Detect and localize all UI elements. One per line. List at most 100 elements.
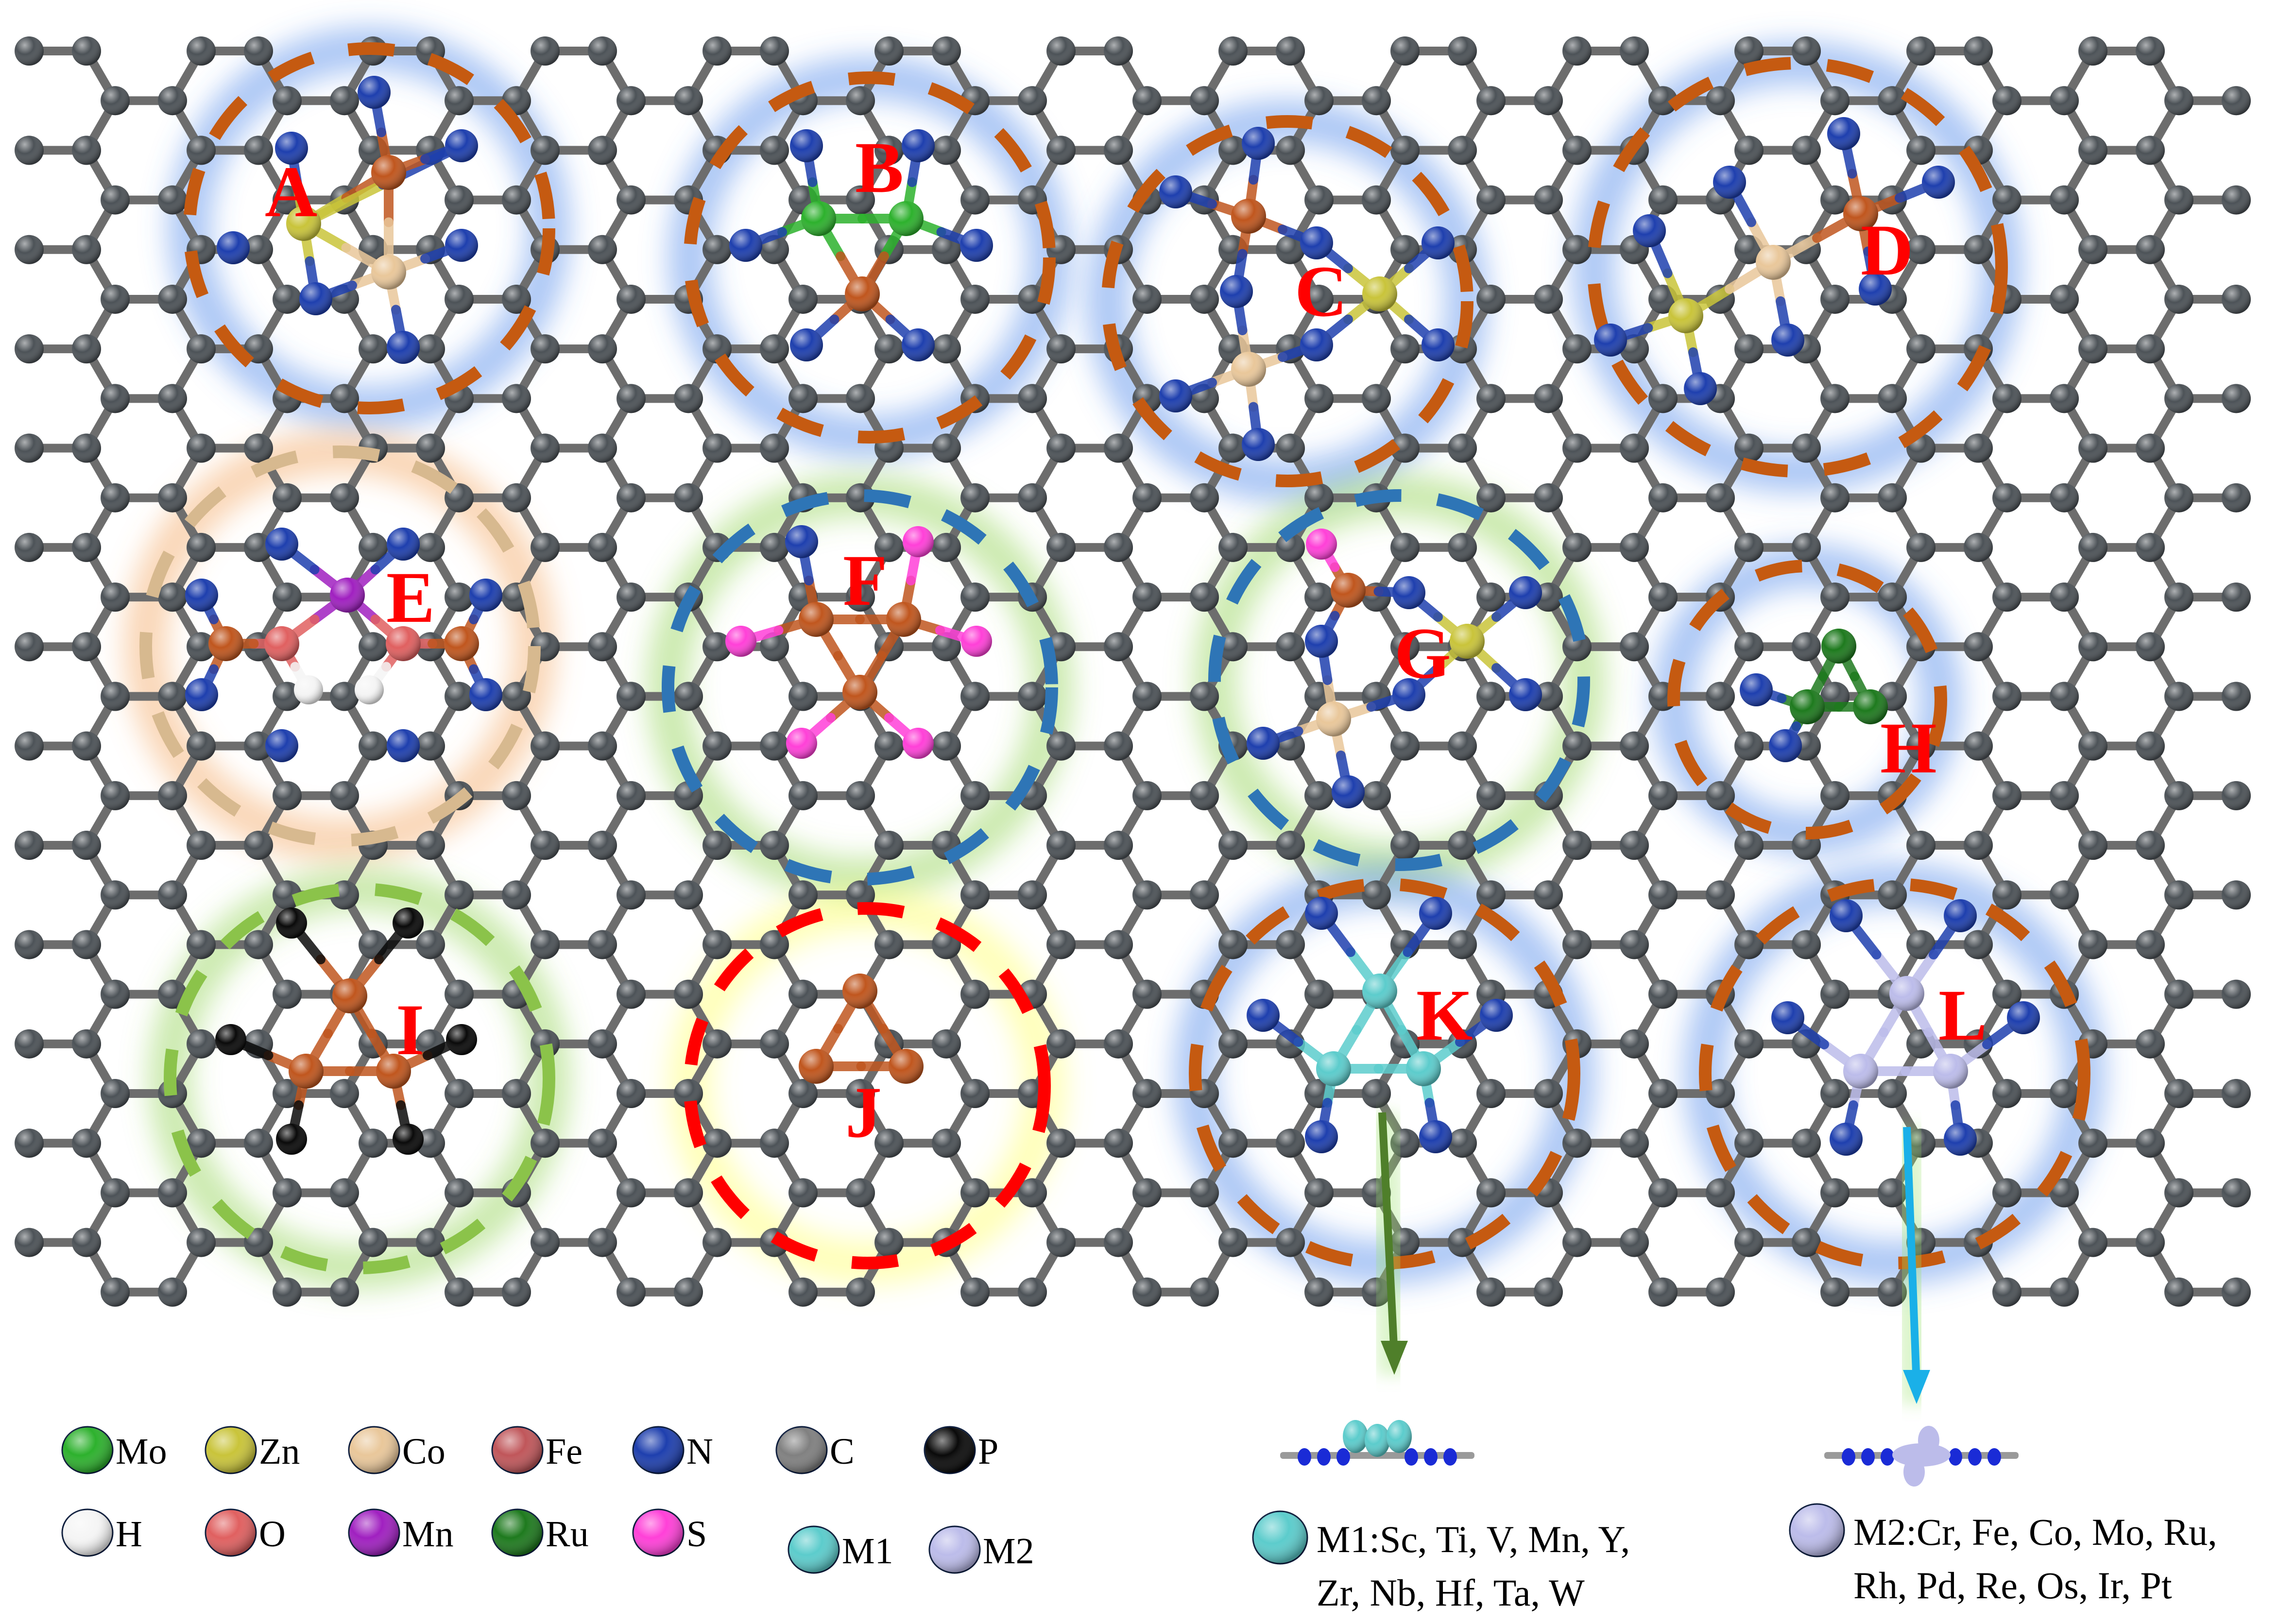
legend-zn: Zn <box>205 1426 300 1474</box>
atom-p <box>276 907 307 939</box>
atom-m2 <box>1889 976 1924 1011</box>
legend-label: Mn <box>402 1514 454 1555</box>
atom-p <box>446 1024 477 1055</box>
atom-n <box>1305 1120 1338 1153</box>
m1-metal-list-line2: Zr, Nb, Hf, Ta, W <box>1317 1572 1585 1614</box>
atom-n <box>1944 899 1977 932</box>
m1-metal-list-line1: M1:Sc, Ti, V, Mn, Y, <box>1317 1518 1630 1560</box>
atom-mn <box>330 578 365 613</box>
atom-fe <box>1843 196 1878 231</box>
atom-co <box>1756 245 1791 280</box>
atom-zn <box>1668 298 1703 333</box>
atom-s <box>1306 529 1337 560</box>
site-label-C: C <box>1295 251 1347 332</box>
atom-n <box>275 132 308 165</box>
legend-fe: Fe <box>491 1426 582 1474</box>
legend-p: P <box>924 1426 998 1474</box>
legend-s: S <box>632 1508 707 1557</box>
legend-label: P <box>978 1431 998 1472</box>
site-ring-K <box>1189 878 1580 1269</box>
atom-fe <box>208 626 243 661</box>
atom-m2 <box>1843 1054 1878 1089</box>
legend-label: M1 <box>842 1531 893 1572</box>
site-label-A: A <box>265 152 317 232</box>
atom-n <box>1480 999 1513 1032</box>
legend-label: H <box>116 1514 142 1555</box>
legend-label: Zn <box>259 1431 300 1472</box>
atom-fe <box>376 1054 411 1089</box>
site-H <box>1740 629 1888 762</box>
legend-c: C <box>775 1426 855 1474</box>
atom-n <box>1242 428 1275 461</box>
legend-o: O <box>205 1508 286 1557</box>
legend-n: N <box>632 1426 713 1474</box>
atom-ru <box>1790 689 1825 724</box>
site-E <box>185 528 502 762</box>
atom-co <box>1231 352 1266 387</box>
atom-h <box>355 675 384 704</box>
atom-n <box>265 528 298 561</box>
side-view-insets <box>1280 1420 2019 1487</box>
atom-n <box>902 328 935 361</box>
legend-label: Ru <box>546 1514 589 1555</box>
legend-label: Co <box>402 1431 445 1472</box>
atom-fe <box>444 626 479 661</box>
site-ring-G <box>1208 489 1590 871</box>
atom-fe <box>799 1049 834 1084</box>
atom-n <box>1305 897 1338 930</box>
atom-fe <box>1231 199 1266 234</box>
atom-n <box>785 525 818 558</box>
atom-n <box>2007 1001 2040 1034</box>
atom-n <box>1713 166 1746 199</box>
site-label-D: D <box>1861 210 1913 291</box>
atom-zn <box>1362 276 1397 311</box>
site-ring-J <box>684 902 1051 1269</box>
atom-n <box>1827 117 1860 150</box>
atom-n <box>1830 899 1863 932</box>
atom-n <box>790 328 823 361</box>
atom-n <box>1305 625 1338 658</box>
atom-n <box>1684 372 1717 405</box>
atom-mo <box>889 201 924 236</box>
atom-fe <box>289 1054 324 1089</box>
atom-n <box>185 678 218 711</box>
site-K <box>1247 897 1513 1153</box>
down-arrow-icon <box>1365 1111 1411 1376</box>
site-C <box>1159 127 1455 461</box>
atom-n <box>387 729 420 762</box>
element-legend: Mo Zn Co Fe N C P H O Mn Ru S M1 M2 M1:Sc, Ti, V, Mn, … <box>61 1426 2217 1614</box>
atom-n <box>217 231 250 264</box>
atom-n <box>1419 1120 1452 1153</box>
legend-label: M2 <box>983 1531 1034 1572</box>
atom-n <box>1242 127 1275 160</box>
site-F <box>725 525 992 759</box>
atom-n <box>1300 226 1333 259</box>
atom-n <box>1159 175 1192 208</box>
atom-p <box>393 1124 424 1155</box>
m2-metal-list: M2:Cr, Fe, Co, Mo, Ru,Rh, Pd, Re, Os, Ir… <box>1789 1503 2217 1607</box>
atom-n <box>960 229 993 262</box>
atom-n <box>1392 678 1425 711</box>
site-B <box>729 129 993 361</box>
atom-fe <box>842 675 877 710</box>
atom-s <box>961 626 992 657</box>
site-label-G: G <box>1394 613 1451 694</box>
site-label-E: E <box>386 557 435 638</box>
site-ring-L <box>1699 878 2090 1269</box>
site-J <box>799 974 924 1084</box>
side-view-arrows <box>1365 1111 1934 1405</box>
site-ring-E <box>139 445 541 847</box>
legend-m1: M1 <box>788 1525 893 1574</box>
legend-label: C <box>830 1431 855 1472</box>
atom-p <box>393 907 424 939</box>
graphene-lattice <box>15 36 2251 1307</box>
atom-s <box>725 626 756 657</box>
atom-fe <box>1331 573 1366 608</box>
legend-label: Mo <box>116 1431 167 1472</box>
atom-fe <box>332 978 367 1013</box>
atom-s <box>903 526 934 557</box>
atom-n <box>445 229 478 262</box>
atom-s <box>786 728 817 759</box>
atom-n <box>1422 226 1455 259</box>
